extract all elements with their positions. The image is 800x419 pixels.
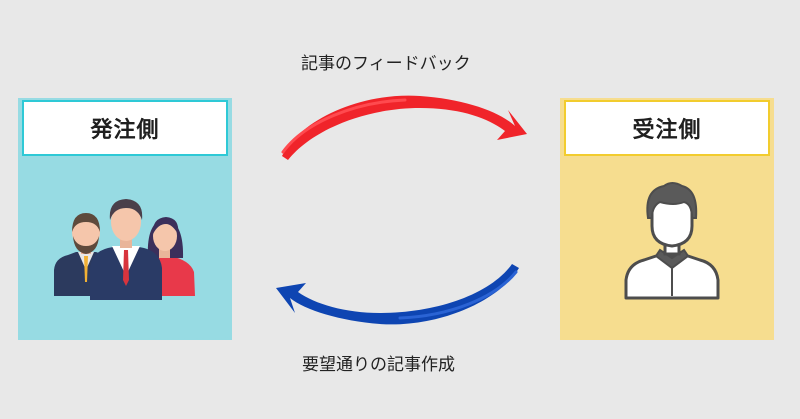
feedback-arrow bbox=[281, 95, 527, 160]
business-team-icon bbox=[54, 199, 195, 300]
contractor-label: 受注側 bbox=[564, 100, 770, 156]
person-icon bbox=[624, 182, 720, 300]
article-creation-caption: 要望通りの記事作成 bbox=[302, 355, 455, 375]
article-creation-arrow bbox=[276, 264, 519, 325]
feedback-caption: 記事のフィードバック bbox=[301, 54, 471, 74]
client-label: 発注側 bbox=[22, 100, 228, 156]
